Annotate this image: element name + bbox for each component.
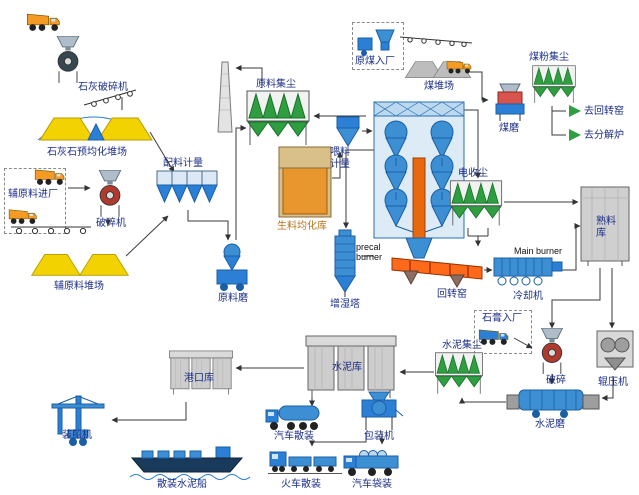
label-limestone-crusher: 石灰破碎机 (78, 82, 128, 93)
weighbridge-truck-icon (8, 206, 42, 226)
label-truck-bulk: 汽车散装 (274, 431, 314, 442)
label-crushing: 破碎 (546, 375, 566, 386)
label-aux-yard: 辅原料堆场 (54, 281, 104, 292)
label-crusher: 破碎机 (96, 218, 126, 229)
rotary-kiln-icon (391, 257, 483, 288)
label-coal-mill: 煤磨 (499, 123, 519, 134)
gypsum-truck-icon (478, 326, 514, 347)
ep-collector-icon (448, 180, 504, 228)
preheater-tower-icon (373, 101, 465, 259)
coal-mill-icon (495, 83, 525, 121)
port-silo-icon (168, 344, 234, 400)
label-bulk-ship: 散装水泥船 (157, 479, 207, 490)
label-cooler: 冷却机 (513, 291, 543, 302)
aux-crusher-icon (92, 170, 128, 217)
label-truck-bags: 汽车袋装 (352, 479, 392, 490)
label-aux-entry: 辅原料进厂 (8, 189, 58, 200)
cooler-icon (493, 257, 563, 286)
humidifier-tower-icon (334, 229, 356, 297)
label-to-calciner: 去分解炉 (584, 130, 624, 141)
tanker-truck-icon (265, 405, 320, 430)
label-humidifier: 增湿塔 (330, 299, 360, 310)
aux-truck-icon (34, 166, 70, 187)
raw-dust-collector-icon (246, 90, 310, 148)
train-icon (268, 451, 342, 474)
label-raw-meal-silo: 生料均化库 (277, 221, 327, 232)
label-precal-burner: precal burner (356, 242, 383, 263)
label-clinker-silo: 熟料库 (596, 216, 616, 239)
coal-conveyor-icon (399, 36, 473, 48)
limestone-yard-icon (37, 116, 153, 141)
label-raw-mill: 原料磨 (218, 293, 248, 304)
label-cement-dust: 水泥集尘 (442, 340, 482, 351)
bulk-ship-icon (129, 446, 251, 480)
label-main-burner: Main burner (514, 246, 563, 256)
cement-mill-icon (506, 389, 600, 418)
inclined-conveyor-icon (83, 89, 137, 110)
packing-machine-icon (361, 391, 404, 430)
label-roller-press: 辊压机 (598, 377, 628, 388)
belt-conveyor-icon (10, 224, 92, 236)
coal-receiving-icon (357, 29, 395, 56)
bag-truck-icon (343, 450, 399, 476)
label-gypsum-entry: 石膏入厂 (482, 313, 522, 324)
cement-dust-collector-icon (434, 352, 484, 396)
label-cement-mill: 水泥磨 (535, 419, 565, 430)
chimney-icon (217, 61, 233, 133)
label-ship-loader: 装船机 (62, 430, 92, 441)
dump-truck-icon (26, 10, 66, 33)
label-coal-yard: 煤堆场 (424, 81, 454, 92)
gypsum-dashed-box (474, 310, 532, 354)
label-feed-meter: 喂料计量 (330, 147, 350, 170)
batching-hoppers-icon (156, 170, 218, 204)
feed-hopper-icon (336, 116, 360, 147)
label-ep-dust: 电收尘 (458, 168, 488, 179)
coal-loader-truck-icon (446, 58, 476, 75)
label-train-bulk: 火车散装 (281, 479, 321, 490)
ship-loader-icon (51, 395, 105, 446)
aux-yard-pile-icon (78, 250, 130, 278)
label-coal-entry: 原煤入厂 (355, 56, 395, 67)
raw-mill-icon (216, 243, 248, 291)
aux-yard-pile-icon (30, 250, 82, 278)
crushing-machine-icon (534, 328, 570, 374)
raw-meal-silo-icon (278, 146, 332, 218)
label-cement-silo: 水泥库 (332, 362, 362, 373)
green-arrow-icon (569, 129, 581, 141)
coal-entry-dashed-box (352, 22, 404, 70)
label-batching: 配料计量 (163, 158, 203, 169)
label-rotary-kiln: 回转窑 (437, 289, 467, 300)
coal-dust-collector-icon (532, 64, 576, 106)
clinker-silo-icon (580, 186, 630, 266)
label-port-silo: 港口库 (184, 373, 214, 384)
label-packer: 包装机 (364, 431, 394, 442)
limestone-crusher-icon (50, 36, 86, 83)
label-coal-dust: 煤粉集尘 (529, 52, 569, 63)
label-to-kiln: 去回转窑 (584, 106, 624, 117)
roller-press-icon (596, 330, 634, 371)
label-raw-dust: 原料集尘 (256, 79, 296, 90)
green-arrow-icon (569, 105, 581, 117)
label-limestone-yard: 石灰石预均化堆场 (47, 147, 127, 158)
